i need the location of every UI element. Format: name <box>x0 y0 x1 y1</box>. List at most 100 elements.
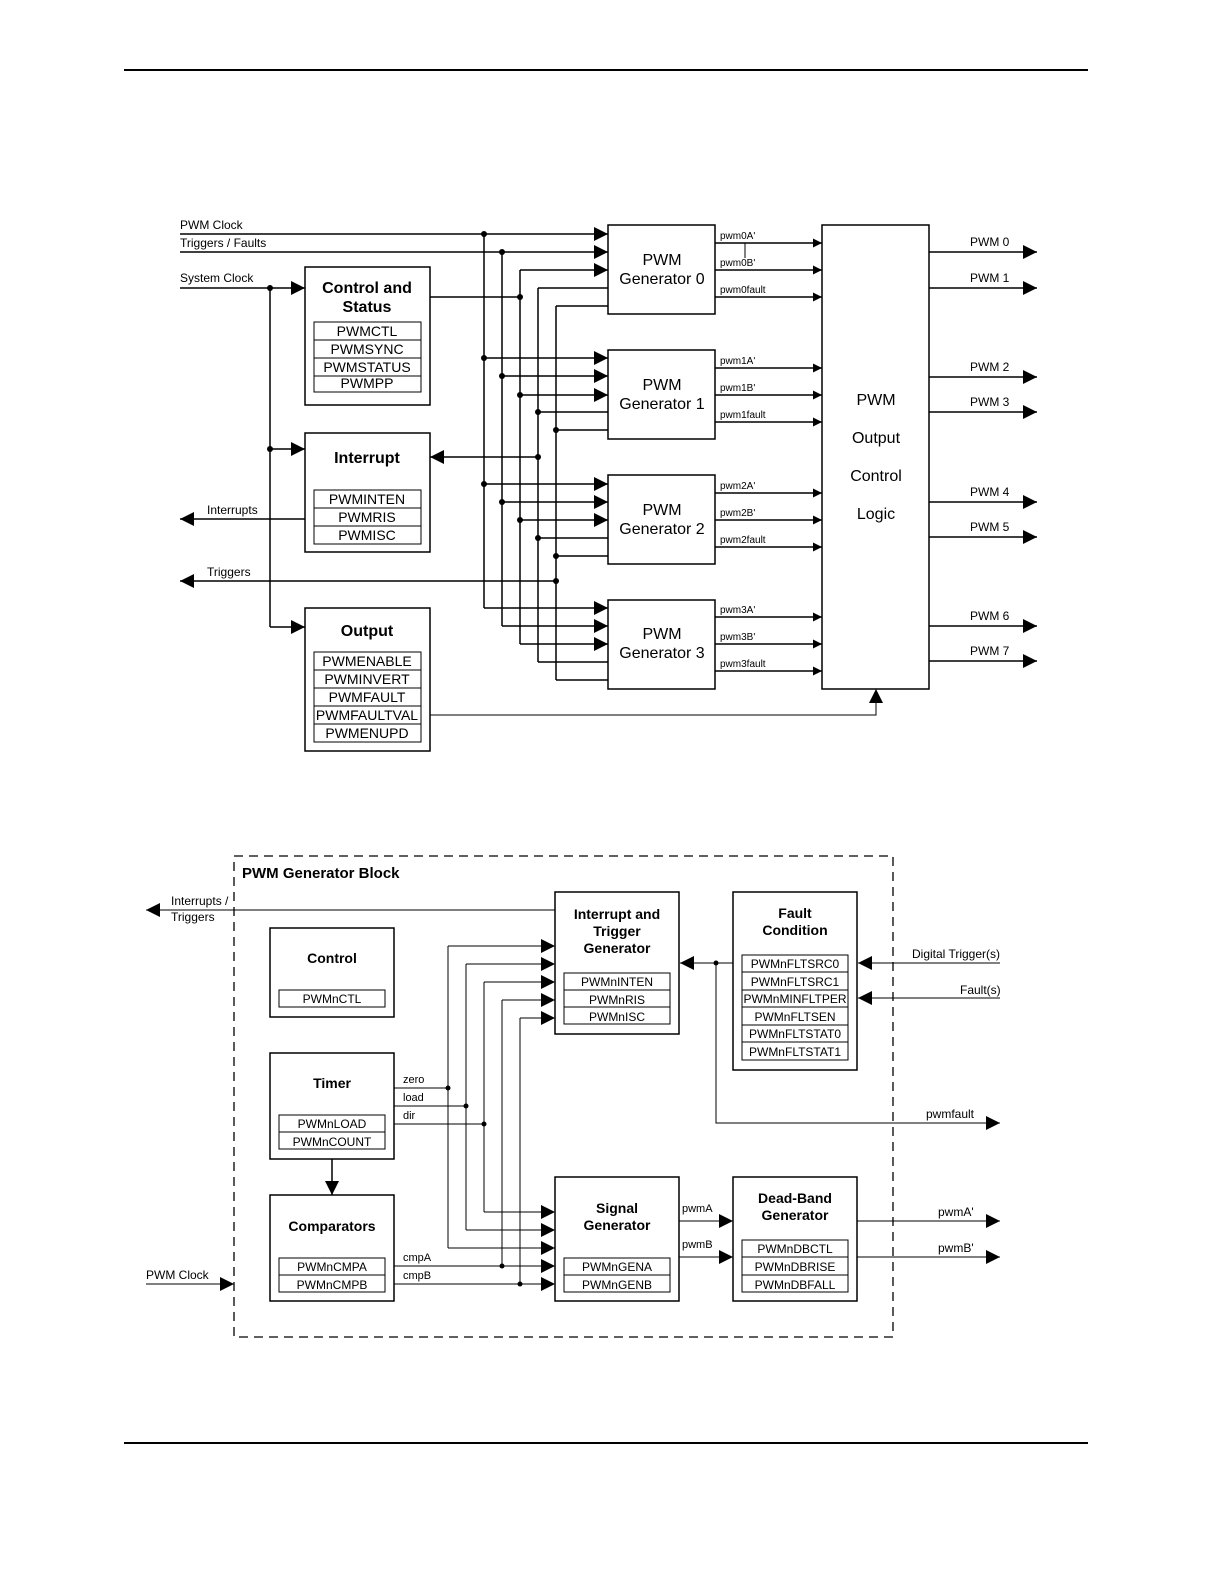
comparators-title: Comparators <box>288 1218 375 1234</box>
interrupt-trigger-title-2: Trigger <box>593 923 641 939</box>
register-pwmndbrise: PWMnDBRISE <box>755 1260 836 1274</box>
control-block: Control PWMnCTL <box>269 927 395 1018</box>
generator-3-label: PWM <box>642 626 681 643</box>
signal-pwm3b: pwm3B' <box>720 632 755 643</box>
generator-1-label: PWM <box>642 377 681 394</box>
register-pwmfaultval: PWMFAULTVAL <box>316 707 418 723</box>
register-pwmnris: PWMnRIS <box>589 993 645 1007</box>
pwm-output-control-logic: PWM Output Control Logic <box>821 224 930 690</box>
signal-pwm0b: pwm0B' <box>720 258 755 269</box>
register-pwmenupd: PWMENUPD <box>325 725 408 741</box>
interrupt-trigger-generator-block: Interrupt and Trigger Generator PWMnINTE… <box>554 891 680 1035</box>
output-pwm4: PWM 4 <box>970 485 1010 499</box>
generator-3-label-2: Generator 3 <box>619 645 704 662</box>
signal-load: load <box>403 1092 424 1104</box>
register-pwmnfltsen: PWMnFLTSEN <box>754 1010 835 1024</box>
interrupts-triggers-label-2: Triggers <box>171 910 215 924</box>
generator-0-label-2: Generator 0 <box>619 271 704 288</box>
generator-2-label-2: Generator 2 <box>619 521 704 538</box>
register-pwmnfltsrc0: PWMnFLTSRC0 <box>751 957 840 971</box>
signal-pwm1b: pwm1B' <box>720 383 755 394</box>
comparator-signal-wires <box>394 993 555 1291</box>
signal-pwm3fault: pwm3fault <box>720 659 766 670</box>
register-pwmnload: PWMnLOAD <box>298 1117 367 1131</box>
timer-block: Timer PWMnLOAD PWMnCOUNT <box>269 1052 395 1160</box>
signal-generator-title-2: Generator <box>584 1217 651 1233</box>
output-pwm2: PWM 2 <box>970 360 1010 374</box>
register-pwmncmpb: PWMnCMPB <box>297 1278 368 1292</box>
register-pwmnfltsrc1: PWMnFLTSRC1 <box>751 975 840 989</box>
dead-band-output-wires <box>857 1214 1000 1264</box>
register-pwmstatus: PWMSTATUS <box>323 359 410 375</box>
signal-pwm2b: pwm2B' <box>720 508 755 519</box>
interrupts-label: Interrupts <box>207 503 258 517</box>
register-pwmnfltstat0: PWMnFLTSTAT0 <box>749 1027 841 1041</box>
fault-condition-title-2: Condition <box>762 922 827 938</box>
signal-dir: dir <box>403 1110 416 1122</box>
signal-pwm1a: pwm1A' <box>720 356 755 367</box>
signal-generator-block: Signal Generator PWMnGENA PWMnGENB <box>554 1176 680 1302</box>
fault-condition-block: Fault Condition PWMnFLTSRC0 PWMnFLTSRC1 … <box>732 891 858 1071</box>
interrupt-title: Interrupt <box>334 450 400 467</box>
register-pwmnctl: PWMnCTL <box>303 992 362 1006</box>
output-logic-line-2: Output <box>852 430 901 447</box>
register-pwmnfltstat1: PWMnFLTSTAT1 <box>749 1045 841 1059</box>
generator-block-title: PWM Generator Block <box>242 865 400 882</box>
register-pwmngena: PWMnGENA <box>582 1260 652 1274</box>
timer-signal-wires <box>394 939 555 1255</box>
control-status-title: Control and <box>322 280 412 297</box>
pwm-output-wires <box>929 245 1037 668</box>
register-pwmndbctl: PWMnDBCTL <box>757 1242 833 1256</box>
pwm-generator-2: PWM Generator 2 <box>607 474 716 565</box>
interrupt-bus-wires <box>430 287 608 663</box>
pwm-generator-0: PWM Generator 0 <box>607 224 716 315</box>
pwmfault-label: pwmfault <box>926 1107 975 1121</box>
dead-band-title: Dead-Band <box>758 1190 832 1206</box>
signal-zero: zero <box>403 1074 424 1086</box>
register-pwmninten: PWMnINTEN <box>581 975 653 989</box>
block-pwm-clock-label: PWM Clock <box>146 1268 210 1282</box>
generator-0-label: PWM <box>642 252 681 269</box>
register-pwmsync: PWMSYNC <box>330 341 403 357</box>
pwm-generator-1: PWM Generator 1 <box>607 349 716 440</box>
faults-label: Fault(s) <box>960 983 1001 997</box>
pwm-module-diagram: PWM Clock Triggers / Faults System Clock <box>180 218 1037 752</box>
system-clock-label: System Clock <box>180 271 254 285</box>
generator-output-wires <box>715 238 822 676</box>
timer-title: Timer <box>313 1075 351 1091</box>
output-pwm6: PWM 6 <box>970 609 1010 623</box>
signal-cmpb: cmpB <box>403 1270 431 1282</box>
register-pwmndbfall: PWMnDBFALL <box>755 1278 836 1292</box>
dead-band-title-2: Generator <box>762 1207 829 1223</box>
register-pwmenable: PWMENABLE <box>322 653 411 669</box>
signal-pwm0fault: pwm0fault <box>720 285 766 296</box>
output-title: Output <box>341 623 394 640</box>
triggers-label: Triggers <box>207 565 251 579</box>
output-pwm7: PWM 7 <box>970 644 1010 658</box>
signal-pwm2a: pwm2A' <box>720 481 755 492</box>
output-config-wire <box>430 689 883 716</box>
control-title: Control <box>307 950 357 966</box>
register-pwmngenb: PWMnGENB <box>582 1278 652 1292</box>
signal-pwm0a: pwm0A' <box>720 231 755 242</box>
signal-cmpa: cmpA <box>403 1252 432 1264</box>
generator-2-label: PWM <box>642 502 681 519</box>
output-pwm5: PWM 5 <box>970 520 1010 534</box>
control-status-block: Control and Status PWMCTL PWMSYNC PWMSTA… <box>304 266 431 406</box>
output-pwm0: PWM 0 <box>970 235 1010 249</box>
comparators-block: Comparators PWMnCMPA PWMnCMPB <box>269 1194 395 1302</box>
output-pwm3: PWM 3 <box>970 395 1010 409</box>
pwm-signal-wires <box>679 1214 733 1264</box>
pwm-generator-3: PWM Generator 3 <box>607 599 716 690</box>
junction-dots <box>267 231 559 584</box>
generator-1-label-2: Generator 1 <box>619 396 704 413</box>
register-pwmnminfltper: PWMnMINFLTPER <box>743 992 846 1006</box>
triggers-faults-label: Triggers / Faults <box>180 236 266 250</box>
output-logic-line-3: Control <box>850 468 902 485</box>
triggers-bus-wires <box>180 305 608 681</box>
fault-condition-title: Fault <box>778 905 812 921</box>
register-pwminten: PWMINTEN <box>329 491 405 507</box>
pwm-generator-block-diagram: PWM Generator Block Interrupts / Trigger… <box>146 855 1001 1338</box>
signal-pwma: pwmA <box>682 1203 713 1215</box>
